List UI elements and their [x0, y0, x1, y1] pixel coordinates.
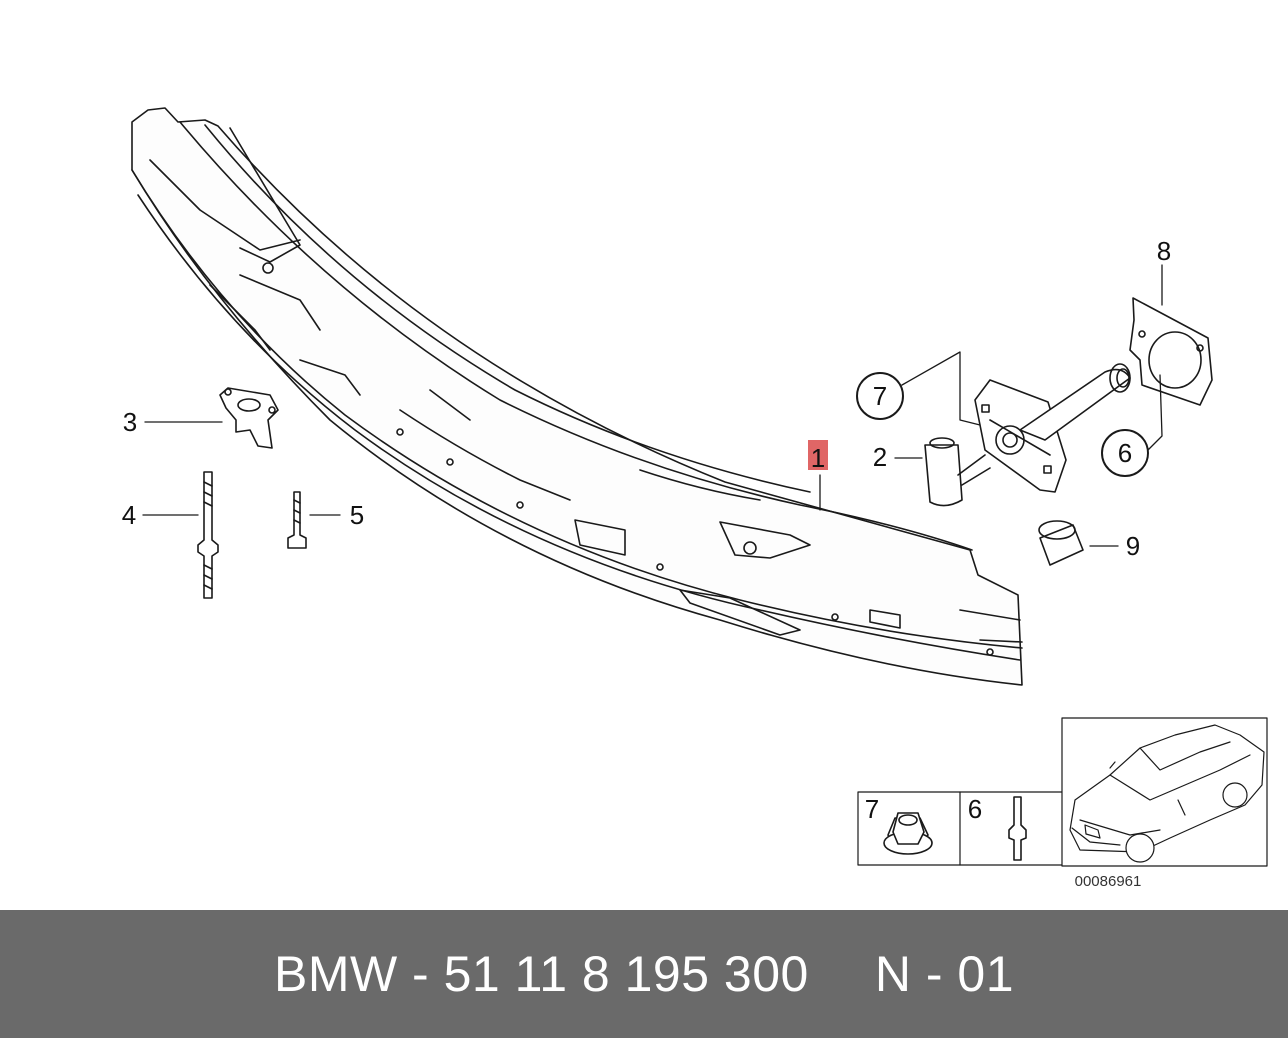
- mounting-plate: [1129, 297, 1213, 406]
- inset-rivet: [1008, 796, 1027, 861]
- sleeve: [1038, 520, 1084, 566]
- inset-nut: [883, 812, 933, 855]
- stud: [197, 471, 219, 599]
- callout-8: 8: [1157, 236, 1171, 266]
- diagram-reference-number: 00086961: [1075, 873, 1142, 890]
- callout-1-highlight: [808, 440, 828, 470]
- callout-circle-6: [1101, 429, 1149, 477]
- callout-7: 7: [873, 381, 887, 411]
- callout-6: 6: [1118, 438, 1132, 468]
- bracket: [219, 387, 279, 449]
- callout-1: 1: [811, 443, 825, 473]
- impact-absorber: [924, 363, 1131, 507]
- bumper-carrier: [131, 107, 1023, 686]
- callout-3: 3: [123, 407, 137, 437]
- bolt: [287, 491, 307, 549]
- inset-callout-7: 7: [865, 794, 879, 824]
- inset-callout-6: 6: [968, 794, 982, 824]
- leader-lines: [142, 264, 1163, 547]
- inset-table: [857, 791, 1064, 866]
- part-number-footer: BMW - 51 11 8 195 300 N - 01: [0, 910, 1288, 1038]
- variant-text: N - 01: [874, 946, 1015, 1002]
- parts-diagram: 1 2 3 4 5 6 7 8 9 7 6 00086961: [122, 107, 1268, 890]
- callout-9: 9: [1126, 531, 1140, 561]
- callout-5: 5: [350, 500, 364, 530]
- vehicle-location-thumbnail: [1061, 717, 1268, 867]
- callout-4: 4: [122, 500, 136, 530]
- part-number-text: BMW - 51 11 8 195 300: [273, 946, 809, 1002]
- callout-circle-7: [856, 372, 904, 420]
- callout-2: 2: [873, 442, 887, 472]
